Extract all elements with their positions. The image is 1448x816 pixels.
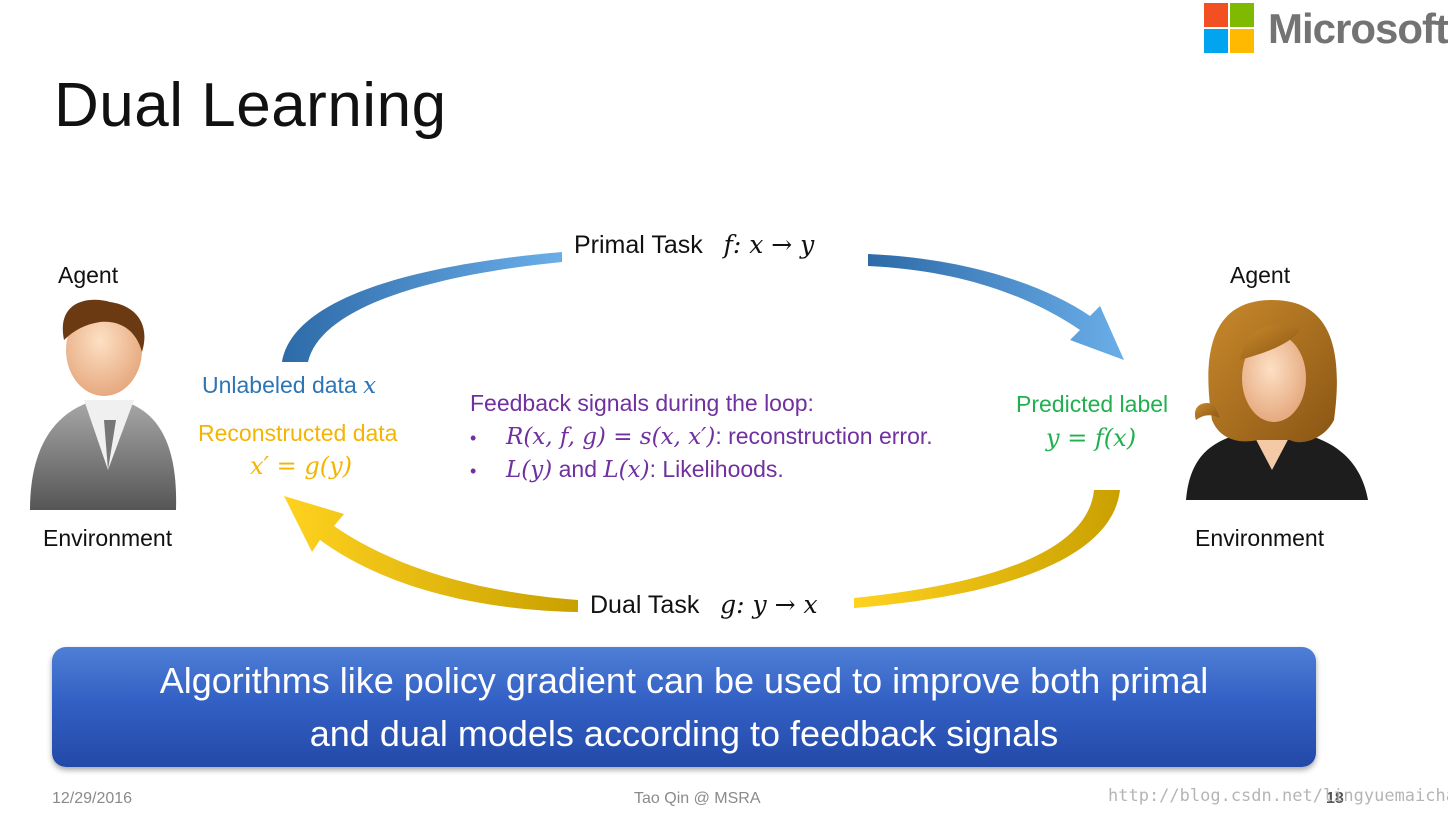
footer-date: 12/29/2016: [52, 790, 133, 807]
female-agent-figure: [1186, 300, 1368, 500]
microsoft-logo: Microsoft: [1204, 3, 1448, 57]
banner-line-1: Algorithms like policy gradient can be u…: [159, 660, 1209, 701]
reconstructed-data-label: Reconstructed data: [198, 420, 398, 446]
right-agent-label: Agent: [1230, 262, 1291, 288]
bullet-icon: •: [470, 428, 477, 448]
feedback-item-text: : reconstruction error.: [715, 423, 933, 449]
dual-task-text: Dual Task: [590, 591, 700, 619]
primal-task-formula: f: x → y: [723, 230, 815, 259]
logo-square-blue: [1204, 29, 1228, 53]
banner-text: Algorithms like policy gradient can be u…: [74, 654, 1294, 760]
reconstructed-data-formula: x′ = g(y): [250, 452, 352, 480]
footer-author: Tao Qin @ MSRA: [634, 790, 761, 807]
unlabeled-data-label: Unlabeled data x: [202, 372, 376, 399]
left-environment-label: Environment: [43, 525, 173, 551]
unlabeled-data-text: Unlabeled data: [202, 372, 357, 398]
feedback-item-text: : Likelihoods.: [649, 456, 784, 482]
bullet-icon: •: [470, 461, 477, 481]
logo-square-green: [1230, 3, 1254, 27]
dual-task-formula: g: y → x: [720, 590, 818, 619]
male-agent-figure: [30, 299, 177, 510]
dual-task-label: Dual Task g: y → x: [590, 590, 818, 620]
logo-square-red: [1204, 3, 1228, 27]
feedback-item-likelihood: • L(y) and L(x) : Likelihoods.: [470, 456, 933, 483]
unlabeled-data-var: x: [363, 373, 377, 399]
banner-line-2: and dual models according to feedback si…: [309, 713, 1059, 754]
slide-title: Dual Learning: [54, 71, 447, 140]
feedback-item-math2: L(x): [603, 457, 650, 483]
feedback-item-reconstruction: • R(x, f, g) = s(x, x′) : reconstruction…: [470, 423, 933, 450]
footer-page-number: 18: [1326, 790, 1344, 807]
primal-arrow: [282, 252, 1124, 362]
logo-square-yellow: [1230, 29, 1254, 53]
feedback-item-math: R(x, f, g) = s(x, x′): [506, 424, 716, 450]
primal-task-text: Primal Task: [574, 231, 703, 259]
feedback-item-math: L(y): [506, 457, 553, 483]
watermark-text: http://blog.csdn.net/lingyuemaicha: [1108, 786, 1448, 806]
predicted-label-formula: y = f(x): [1046, 424, 1137, 452]
primal-task-label: Primal Task f: x → y: [574, 230, 814, 260]
feedback-signals-block: Feedback signals during the loop: • R(x,…: [470, 390, 933, 483]
feedback-title: Feedback signals during the loop:: [470, 390, 814, 416]
feedback-item-mid: and: [552, 456, 604, 482]
dual-arrow: [284, 490, 1120, 612]
summary-banner: Algorithms like policy gradient can be u…: [52, 647, 1316, 767]
logo-wordmark: Microsoft: [1268, 5, 1448, 52]
left-agent-label: Agent: [58, 262, 119, 288]
predicted-label-text: Predicted label: [1016, 391, 1169, 417]
right-environment-label: Environment: [1195, 525, 1325, 551]
